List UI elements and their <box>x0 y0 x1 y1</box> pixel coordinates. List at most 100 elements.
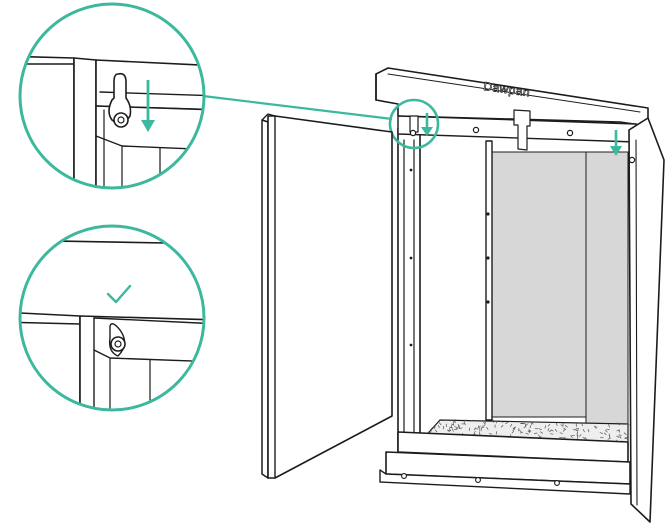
mat-texture-mark <box>617 422 620 426</box>
right-wall <box>628 117 665 523</box>
cabinet: Dawpan <box>375 67 665 523</box>
mat-texture-mark <box>512 428 516 431</box>
mat-texture-mark <box>481 426 485 429</box>
mat-texture-mark <box>495 431 498 435</box>
zoom-connector-line <box>202 94 393 121</box>
zoom-circle-border <box>18 224 206 412</box>
mat-texture-mark <box>484 420 487 424</box>
mat-texture-mark <box>604 429 608 433</box>
left-frame <box>397 127 421 469</box>
mat-texture-mark <box>624 437 628 440</box>
mat-texture-mark <box>430 428 432 432</box>
mat-texture-mark <box>584 436 588 440</box>
zoom-detail-after <box>18 224 206 412</box>
mat-texture-mark <box>563 427 567 430</box>
mat-texture-mark <box>594 425 597 429</box>
mat-texture-mark <box>564 425 568 428</box>
header-latch <box>513 109 531 151</box>
arrow-down-icon <box>610 130 622 156</box>
mat-texture-mark <box>575 423 577 427</box>
mat-texture-mark <box>525 423 529 426</box>
mat-texture-mark <box>525 432 529 435</box>
arrow-down-icon <box>421 113 433 136</box>
mat-texture-mark <box>560 424 564 427</box>
mat-texture-mark <box>452 428 454 432</box>
mat-texture-mark <box>538 428 542 431</box>
mat-texture-mark <box>550 429 554 432</box>
mat-texture-mark <box>616 429 620 432</box>
mat-texture-mark <box>449 426 453 429</box>
mat-texture-mark <box>477 425 480 429</box>
mat-texture-mark <box>555 422 558 426</box>
mat-texture-mark <box>447 429 450 433</box>
mat-texture-mark <box>528 429 531 433</box>
mat-texture-mark <box>581 422 583 427</box>
mat-texture-mark <box>531 421 534 425</box>
mat-texture-mark <box>530 421 533 425</box>
mat-texture-mark <box>539 431 544 434</box>
mat-texture-mark <box>582 436 586 440</box>
mat-texture-mark <box>505 422 509 424</box>
brand-label: Dawpan <box>483 79 532 99</box>
bracket-detail <box>409 115 419 133</box>
mat-texture-mark <box>608 424 610 428</box>
mat-texture-mark <box>547 423 551 427</box>
mat-texture-mark <box>473 430 476 435</box>
left-post <box>485 140 493 421</box>
mat-texture-mark <box>434 425 436 429</box>
back-panel-left <box>490 151 587 418</box>
mat-texture-mark <box>603 432 607 436</box>
mat-texture-mark <box>477 425 481 429</box>
mat-texture-mark <box>624 436 628 440</box>
mat-texture-mark <box>500 424 504 428</box>
mat-texture-mark <box>562 428 566 432</box>
mat-texture-mark <box>486 426 489 430</box>
mat-texture-mark <box>608 435 611 439</box>
mat-texture-mark <box>481 425 486 427</box>
mat-texture-mark <box>511 430 515 434</box>
mat-texture-mark <box>519 431 524 434</box>
mat-texture-mark <box>623 432 627 436</box>
mat-texture-mark <box>576 435 579 439</box>
mat-texture-mark <box>483 421 486 425</box>
mat-texture-mark <box>488 433 493 435</box>
mat-texture-mark <box>463 419 467 423</box>
mat-texture-mark <box>538 434 540 438</box>
mat-texture-mark <box>616 435 620 438</box>
mat-texture-mark <box>437 424 440 429</box>
mat-texture-mark <box>512 427 516 430</box>
open-door <box>261 113 393 479</box>
mat-texture-mark <box>519 429 522 433</box>
mat-texture-mark <box>559 432 563 434</box>
zoom-detail-before <box>18 2 206 190</box>
mat-texture-mark <box>492 419 494 423</box>
mat-texture-mark <box>570 435 573 439</box>
checkmark-icon <box>106 284 132 304</box>
mat-texture-mark <box>607 437 611 440</box>
mat-texture-mark <box>495 420 498 424</box>
mat-texture-mark <box>529 425 532 429</box>
zoom-circle-border <box>18 2 206 190</box>
mat-texture-mark <box>469 419 473 422</box>
mat-texture-mark <box>599 432 603 434</box>
mat-texture-mark <box>544 425 547 429</box>
mat-texture-mark <box>554 428 558 432</box>
floor-mat-texture <box>422 419 630 446</box>
mat-texture-mark <box>463 422 466 426</box>
mat-texture-mark <box>454 426 458 428</box>
mat-texture-mark <box>500 421 504 423</box>
mat-texture-mark <box>587 428 590 433</box>
mat-texture-mark <box>582 429 585 433</box>
mat-texture-mark <box>452 420 456 423</box>
mat-texture-mark <box>575 429 579 431</box>
mat-texture-mark <box>459 427 463 429</box>
arrow-down-icon <box>141 80 155 132</box>
back-panel-right <box>585 151 629 425</box>
mat-texture-mark <box>578 434 582 437</box>
mat-texture-mark <box>438 422 442 426</box>
mat-texture-mark <box>534 432 538 434</box>
mat-texture-mark <box>509 423 513 427</box>
mat-texture-mark <box>434 429 438 433</box>
